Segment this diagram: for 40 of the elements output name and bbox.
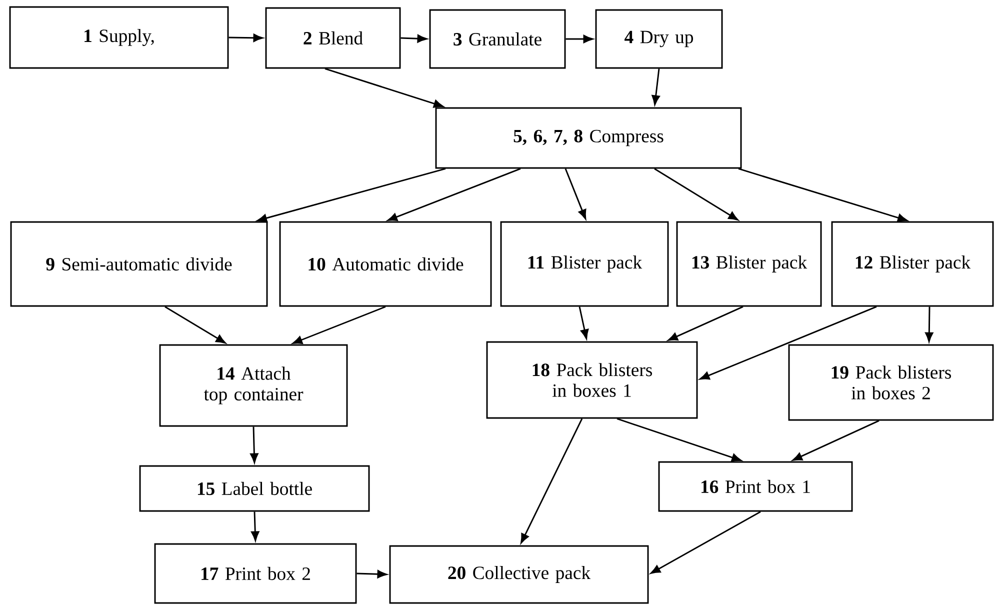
process-box: 15 Label bottle	[139, 465, 370, 512]
arrow	[566, 34, 594, 44]
arrow	[388, 168, 521, 222]
arrow	[700, 306, 877, 380]
arrow	[164, 306, 226, 344]
arrow	[738, 168, 908, 222]
arrow	[356, 570, 388, 578]
arrow	[228, 34, 264, 42]
process-box: 14 Attach top container	[159, 344, 348, 427]
process-box: 19 Pack blisters in boxes 2	[788, 344, 994, 421]
arrow	[251, 512, 260, 542]
arrow	[578, 306, 589, 340]
process-box: 3 Granulate	[429, 9, 566, 69]
arrow	[250, 426, 258, 464]
process-box: 5, 6, 7, 8 Compress	[435, 107, 742, 169]
arrow	[257, 168, 446, 222]
process-box: 16 Print box 1	[658, 461, 853, 512]
arrow	[400, 34, 428, 43]
arrow	[668, 306, 744, 341]
arrow	[616, 418, 742, 462]
arrow	[564, 168, 586, 220]
process-box: 17 Print box 2	[154, 543, 357, 604]
process-box: 2 Blend	[265, 7, 401, 69]
arrow	[654, 168, 738, 220]
process-box: 12 Blister pack	[831, 221, 994, 307]
process-box: 13 Blister pack	[676, 221, 822, 307]
arrow	[650, 511, 761, 574]
arrow	[520, 418, 583, 544]
process-box: 11 Blister pack	[500, 221, 669, 307]
process-box: 20 Collective pack	[389, 545, 649, 604]
arrow	[652, 68, 660, 106]
arrow	[292, 306, 386, 344]
arrow	[324, 68, 444, 108]
process-box: 18 Pack blisters in boxes 1	[486, 341, 698, 419]
process-box: 4 Dry up	[595, 9, 723, 69]
process-box: 1 Supply,	[9, 6, 229, 69]
process-box: 9 Semi-automatic divide	[10, 221, 268, 307]
process-box: 10 Automatic divide	[279, 221, 492, 307]
arrow	[925, 306, 934, 342]
arrow	[792, 420, 880, 461]
